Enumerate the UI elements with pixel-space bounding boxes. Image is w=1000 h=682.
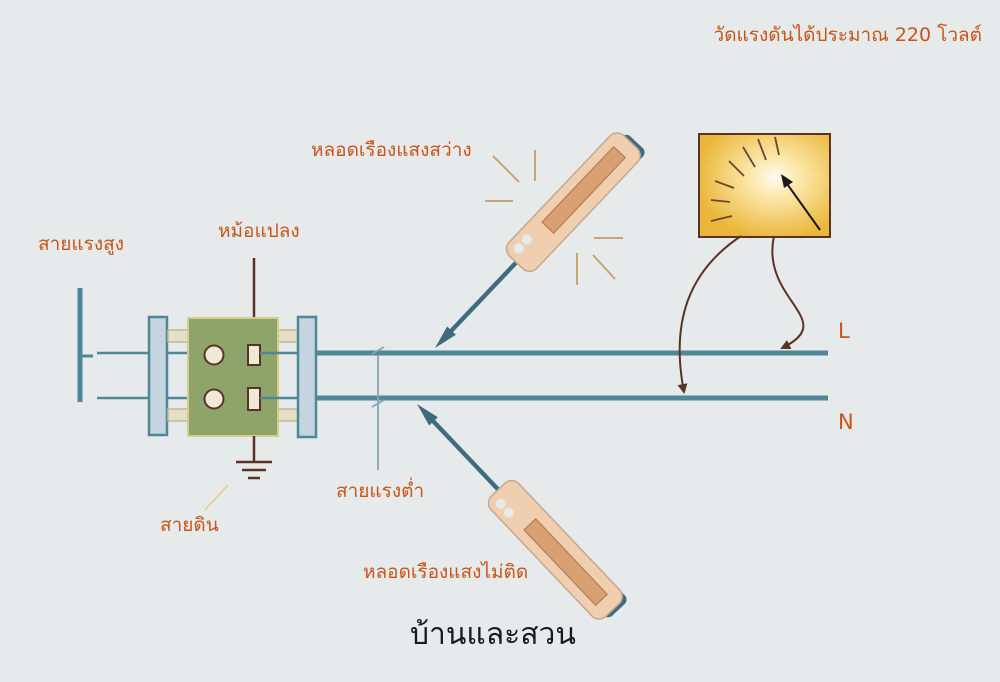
screwdriver-tester-icon — [417, 404, 627, 620]
ground-symbol-icon — [236, 436, 272, 480]
high-voltage-line-label: สายแรงสูง — [38, 233, 125, 255]
high-voltage-pole — [77, 288, 93, 402]
low-voltage-leader — [371, 346, 385, 470]
light-burst-icon — [485, 150, 623, 285]
ground-label-leader — [204, 484, 229, 511]
primary-wires — [97, 351, 205, 400]
bright-lamp-label: หลอดเรืองแสงสว่าง — [311, 139, 472, 161]
voltmeter-icon — [698, 133, 831, 238]
right-insulator — [296, 315, 318, 439]
low-voltage-line-label: สายแรงต่ำ — [336, 480, 425, 502]
probe-arrow-L — [771, 235, 805, 350]
secondary-short-wires — [260, 351, 298, 400]
source-caption: บ้านและสวน — [410, 617, 576, 652]
line-N-label: N — [838, 410, 854, 434]
transformer-label: หม้อแปลง — [218, 220, 300, 242]
meter-needle — [784, 180, 821, 231]
screwdriver-tester-icon — [435, 132, 645, 348]
line-L-label: L — [838, 319, 850, 343]
transformer-body — [187, 317, 279, 437]
unlit-lamp-label: หลอดเรืองแสงไม่ติด — [363, 561, 529, 583]
left-insulator — [147, 315, 169, 437]
probe-arrow-N — [677, 235, 742, 394]
ground-wire-label: สายดิน — [160, 514, 219, 536]
voltmeter-reading-label: วัดแรงดันได้ประมาณ 220 โวลต์ — [713, 24, 982, 46]
